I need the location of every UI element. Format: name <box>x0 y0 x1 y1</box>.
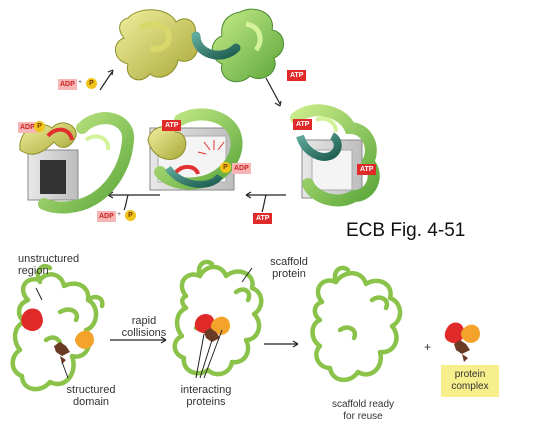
figure-title: ECB Fig. 4-51 <box>346 220 466 241</box>
phosphate-bottom: P <box>125 210 136 221</box>
reuse-arrow <box>264 340 299 348</box>
label-interacting-proteins: interacting proteins <box>180 384 232 408</box>
label-structured-domain: structured domain <box>66 384 116 408</box>
label-rapid-collisions: rapid collisions <box>121 315 167 339</box>
cycle-arrows <box>99 69 286 213</box>
label-unstructured-region: unstructured region <box>18 253 80 277</box>
right-complex <box>290 104 380 207</box>
label-protein-complex: protein complex <box>451 369 489 392</box>
phosphate-top-left: P <box>86 78 97 89</box>
plus-bottom: + <box>117 211 122 218</box>
adp-label-bottom: ADP <box>97 211 116 222</box>
released-proteins <box>115 8 284 83</box>
interacting-proteins-pointers <box>195 329 223 379</box>
scaffold-1-binding-sites <box>21 308 94 364</box>
adp-label-middle: ADP <box>232 163 251 174</box>
plus-top-left: + <box>78 79 83 86</box>
label-scaffold-ready: scaffold ready for reuse <box>331 399 395 422</box>
scaffold-2-bound-proteins <box>194 314 230 342</box>
adp-label-left: ADP <box>18 122 37 133</box>
scaffold-protein-3 <box>310 265 403 382</box>
atp-label-right-upper: ATP <box>293 119 313 130</box>
phosphate-left: P <box>34 121 45 132</box>
phosphate-middle: P <box>220 162 231 173</box>
adp-label-top-left: ADP <box>58 79 77 90</box>
atp-label-bottom: ATP <box>253 213 273 224</box>
scaffold-pointer-lines <box>35 267 253 379</box>
protein-complex-highlight <box>441 365 499 397</box>
atp-label-right: ATP <box>357 164 377 175</box>
rapid-collisions-arrow <box>110 336 167 344</box>
protein-complex <box>444 322 480 362</box>
label-scaffold-protein: scaffold protein <box>270 256 308 280</box>
middle-complex <box>147 108 243 191</box>
atp-label-top-right: ATP <box>287 70 307 81</box>
plus-sign: + <box>424 340 432 354</box>
atp-label-middle: ATP <box>162 120 182 131</box>
